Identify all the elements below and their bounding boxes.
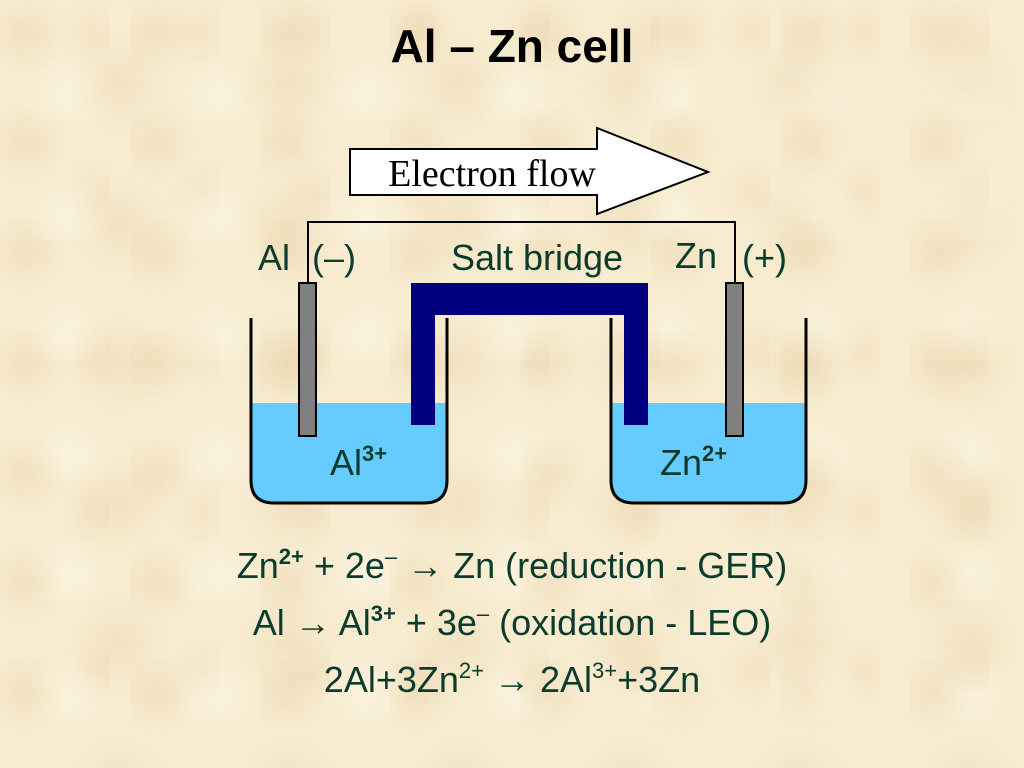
cathode-sign: (+) [742, 237, 787, 278]
right-solution [611, 403, 806, 503]
salt-bridge-label: Salt bridge [451, 237, 623, 278]
arrow-label: Electron flow [388, 153, 596, 195]
arrow-shape [349, 126, 711, 216]
page-title: Al – Zn cell [391, 20, 634, 72]
right-beaker [609, 318, 808, 505]
cathode-label: Zn [675, 235, 717, 276]
electron-flow-arrow: Electron flow [349, 126, 711, 216]
anode-label: Al [258, 237, 290, 278]
right-beaker-outline [609, 318, 808, 505]
left-beaker-outline [249, 318, 449, 505]
reduction-equation: Zn2+ + 2e– → Zn (reduction - GER) [237, 544, 788, 586]
overall-equation: 2Al+3Zn2+ → 2Al3++3Zn [324, 658, 700, 700]
anode-sign: (–) [312, 237, 356, 278]
external-wire [307, 221, 736, 283]
salt-bridge [411, 283, 648, 425]
zn-ion-label: Zn2+ [660, 441, 727, 483]
al-electrode [298, 282, 317, 437]
al-ion-label: Al3+ [330, 441, 387, 483]
zn-electrode [725, 282, 744, 437]
oxidation-equation: Al → Al3+ + 3e– (oxidation - LEO) [253, 601, 772, 643]
